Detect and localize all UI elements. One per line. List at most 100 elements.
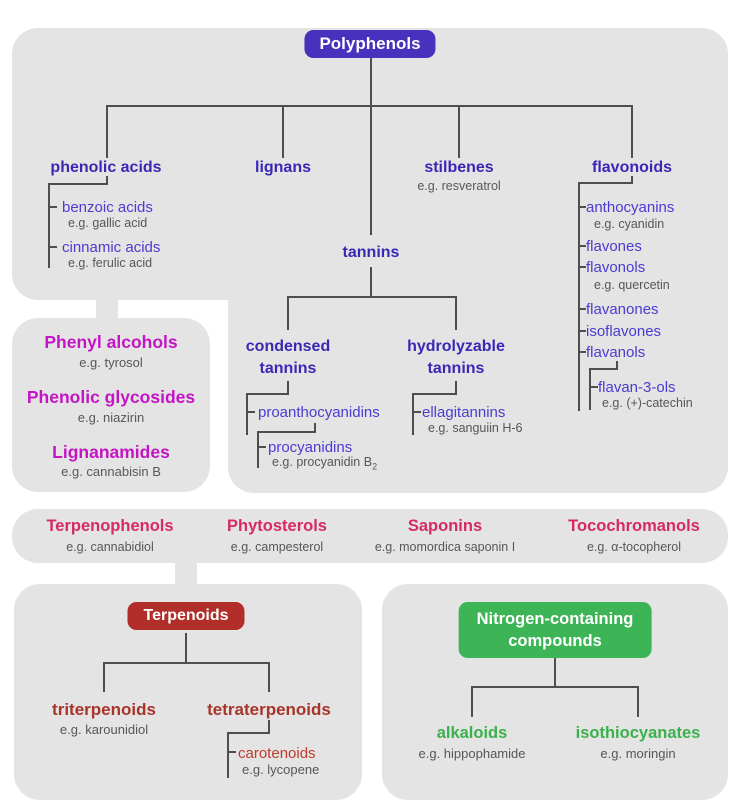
connector-line [246, 411, 255, 413]
example-saponins: e.g. momordica saponin I [374, 540, 516, 554]
example-phenyl-alcohols: e.g. tyrosol [79, 355, 143, 370]
connector-line [227, 751, 236, 753]
connector-line [578, 266, 586, 268]
example-benzoic-acids: e.g. gallic acid [68, 216, 148, 230]
node-triterpenoids: triterpenoids [52, 700, 156, 719]
node-phytosterols: Phytosterols [227, 517, 327, 535]
connector-line [370, 58, 372, 235]
connector-line [48, 183, 108, 185]
node-flavan-3-ols: flavan-3-ols [598, 379, 676, 396]
node-flavones: flavones [586, 238, 642, 255]
connector-line [637, 686, 639, 717]
connector-line [554, 657, 556, 688]
node-saponins: Saponins [407, 517, 483, 535]
node-nitrogen-compounds-line2: compounds [508, 632, 602, 650]
panel-bridge-terpenoids [175, 556, 197, 590]
node-ellagitannins: ellagitannins [422, 404, 506, 421]
connector-line [48, 183, 50, 268]
connector-line [282, 105, 284, 158]
node-polyphenols: Polyphenols [304, 30, 436, 58]
connector-line [589, 368, 591, 410]
connector-line [578, 182, 633, 184]
connector-line [314, 423, 316, 433]
node-nitrogen-compounds: Nitrogen-containing compounds [458, 602, 652, 658]
node-phenolic-glycosides: Phenolic glycosides [26, 387, 196, 407]
panel-bridge-phenyl [96, 292, 118, 326]
node-tannins: tannins [342, 244, 400, 261]
example-flavan-3-ols: e.g. (+)-catechin [602, 396, 693, 410]
polyphenols-panel-lower [228, 180, 728, 493]
connector-line [257, 431, 259, 468]
connector-line [227, 732, 270, 734]
connector-line [471, 686, 638, 688]
connector-line [246, 393, 289, 395]
node-phenolic-acids: phenolic acids [50, 159, 162, 176]
node-flavonoids: flavonoids [591, 159, 673, 176]
node-hydrolyzable-tannins-line2: tannins [427, 360, 485, 377]
node-lignans: lignans [254, 159, 312, 176]
connector-line [370, 267, 372, 298]
connector-line [287, 381, 289, 395]
connector-line [106, 176, 108, 185]
example-flavonols: e.g. quercetin [594, 278, 670, 292]
example-stilbenes: e.g. resveratrol [417, 179, 501, 193]
phenyl-alcohols-panel [12, 318, 210, 492]
connector-line [227, 732, 229, 778]
connector-line [578, 330, 586, 332]
connector-line [412, 411, 421, 413]
node-terpenoids: Terpenoids [127, 602, 245, 630]
middle-band-panel [12, 509, 728, 563]
connector-line [103, 662, 270, 664]
connector-line [631, 176, 633, 184]
connector-line [268, 720, 270, 734]
example-carotenoids: e.g. lycopene [242, 762, 320, 777]
node-cinnamic-acids: cinnamic acids [62, 239, 161, 256]
node-tetraterpenoids: tetraterpenoids [207, 700, 331, 719]
example-phenolic-glycosides: e.g. niazirin [77, 410, 145, 425]
connector-line [412, 393, 414, 435]
node-anthocyanins: anthocyanins [586, 199, 675, 216]
connector-line [578, 308, 586, 310]
connector-line [185, 633, 187, 664]
connector-line [616, 361, 618, 370]
node-nitrogen-compounds-line1: Nitrogen-containing [476, 610, 634, 628]
example-procyanidins-text: e.g. procyanidin B [272, 455, 373, 469]
example-procyanidins: e.g. procyanidin B2 [272, 455, 377, 472]
node-flavanols: flavanols [586, 344, 646, 361]
node-lignanamides: Lignanamides [52, 442, 170, 462]
connector-line [578, 245, 586, 247]
node-proanthocyanidins: proanthocyanidins [258, 404, 380, 421]
node-isoflavones: isoflavones [586, 323, 662, 340]
node-hydrolyzable-tannins-line1: hydrolyzable [407, 338, 505, 355]
example-alkaloids: e.g. hippophamide [418, 746, 526, 761]
node-carotenoids: carotenoids [238, 745, 316, 762]
connector-line [455, 381, 457, 395]
node-terpenophenols: Terpenophenols [46, 517, 174, 535]
connector-line [455, 296, 457, 330]
node-tocochromanols: Tocochromanols [568, 517, 700, 535]
example-procyanidins-subscript: 2 [372, 461, 378, 472]
node-benzoic-acids: benzoic acids [62, 199, 153, 216]
node-flavanones: flavanones [586, 301, 659, 318]
connector-line [48, 246, 57, 248]
node-procyanidins: procyanidins [268, 439, 353, 456]
connector-line [246, 393, 248, 435]
connector-line [458, 105, 460, 158]
connector-line [471, 686, 473, 717]
connector-line [106, 105, 633, 107]
connector-line [287, 296, 289, 330]
example-ellagitannins: e.g. sanguiin H-6 [428, 421, 523, 435]
example-terpenophenols: e.g. cannabidiol [66, 540, 154, 554]
node-alkaloids: alkaloids [436, 724, 508, 742]
connector-line [106, 105, 108, 158]
connector-line [589, 386, 598, 388]
connector-line [578, 206, 586, 208]
example-triterpenoids: e.g. karounidiol [59, 722, 149, 737]
node-condensed-tannins-line2: tannins [259, 360, 317, 377]
connector-line [257, 431, 316, 433]
connector-line [268, 662, 270, 692]
node-condensed-tannins-line1: condensed [245, 338, 331, 355]
example-anthocyanins: e.g. cyanidin [594, 217, 665, 231]
connector-line [103, 662, 105, 692]
